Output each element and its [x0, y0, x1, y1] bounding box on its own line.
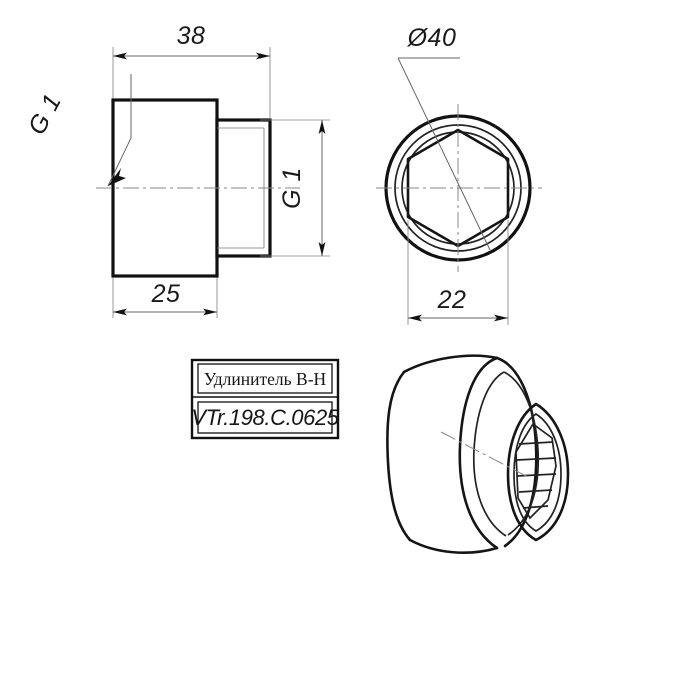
thread-label-g1-right: G 1 — [278, 167, 306, 209]
title-block-border — [190, 358, 340, 440]
iso-collar-rim-right — [503, 371, 540, 536]
end-view: Ø40 22 — [376, 24, 542, 325]
front-section-view: 38 25 G 1 G 1 — [23, 22, 330, 318]
iso-body-top-edge — [402, 354, 499, 374]
iso-hex-flat-3 — [516, 473, 557, 477]
leader-arrowhead-g1-left — [108, 168, 126, 186]
iso-hex-flat-4 — [518, 489, 553, 493]
dimension-text-38: 38 — [177, 22, 206, 50]
dimension-text-d40: Ø40 — [407, 24, 457, 52]
dimension-text-25: 25 — [151, 280, 181, 308]
iso-body-bottom-edge — [408, 538, 499, 554]
title-block-code-cell — [197, 401, 333, 434]
iso-hex-flat-5 — [522, 505, 549, 509]
dimension-text-22: 22 — [437, 286, 467, 314]
title-block-name-text: Удлинитель В-Н — [204, 369, 327, 389]
title-block-name-cell — [197, 363, 333, 394]
iso-socket-outer-ring — [506, 402, 570, 542]
title-block: Удлинитель В-Н VTr.198.C.0625 — [190, 358, 340, 440]
iso-center-line — [440, 431, 531, 479]
iso-collar-rim-left — [472, 371, 507, 537]
leader-diagonal-g1-left — [107, 137, 132, 187]
title-block-code-text: VTr.198.C.0625 — [191, 405, 339, 430]
iso-collar-outer-left — [458, 356, 499, 550]
isometric-view — [386, 354, 570, 554]
leader-diagonal-d40 — [397, 57, 491, 251]
iso-hex-flat-2 — [516, 457, 557, 461]
iso-hex-flat-1 — [518, 441, 554, 445]
iso-body-back-left — [386, 370, 412, 542]
